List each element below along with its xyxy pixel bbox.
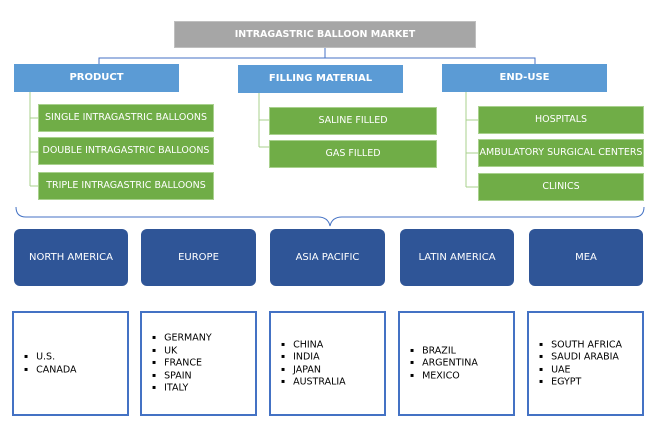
region-north-america: NORTH AMERICA <box>14 229 128 286</box>
country: ITALY <box>152 382 212 395</box>
product-triple: TRIPLE INTRAGASTRIC BALLOONS <box>38 172 214 200</box>
country: SAUDI ARABIA <box>539 351 622 364</box>
product-double: DOUBLE INTRAGASTRIC BALLOONS <box>38 137 214 165</box>
country: MEXICO <box>410 370 478 383</box>
country: AUSTRALIA <box>281 376 346 389</box>
country: U.S. <box>24 351 76 364</box>
region-latin-america: LATIN AMERICA <box>400 229 514 286</box>
country: SOUTH AFRICA <box>539 339 622 352</box>
country: BRAZIL <box>410 345 478 358</box>
countries-asia-pacific: CHINAINDIAJAPANAUSTRALIA <box>269 311 386 416</box>
end-use-clinics: CLINICS <box>478 173 644 201</box>
segment-end-use: END-USE <box>442 64 607 92</box>
country: EGYPT <box>539 376 622 389</box>
countries-europe: GERMANYUKFRANCESPAINITALY <box>140 311 257 416</box>
country: GERMANY <box>152 332 212 345</box>
segment-product: PRODUCT <box>14 64 179 92</box>
countries-mea: SOUTH AFRICASAUDI ARABIAUAEEGYPT <box>527 311 644 416</box>
country: ARGENTINA <box>410 357 478 370</box>
filling-saline: SALINE FILLED <box>269 107 437 135</box>
country: SPAIN <box>152 370 212 383</box>
country: JAPAN <box>281 364 346 377</box>
country: INDIA <box>281 351 346 364</box>
countries-north-america: U.S.CANADA <box>12 311 129 416</box>
segment-filling-material: FILLING MATERIAL <box>238 65 403 93</box>
region-mea: MEA <box>529 229 643 286</box>
country: CHINA <box>281 339 346 352</box>
brace <box>15 206 645 227</box>
country: CANADA <box>24 364 76 377</box>
end-use-ambulatory: AMBULATORY SURGICAL CENTERS <box>478 139 644 167</box>
country: UK <box>152 345 212 358</box>
region-asia-pacific: ASIA PACIFIC <box>270 229 385 286</box>
end-use-hospitals: HOSPITALS <box>478 106 644 134</box>
country: FRANCE <box>152 357 212 370</box>
countries-latin-america: BRAZILARGENTINAMEXICO <box>398 311 515 416</box>
filling-gas: GAS FILLED <box>269 140 437 168</box>
market-title: INTRAGASTRIC BALLOON MARKET <box>174 21 476 48</box>
product-single: SINGLE INTRAGASTRIC BALLOONS <box>38 104 214 132</box>
country: UAE <box>539 364 622 377</box>
region-europe: EUROPE <box>141 229 256 286</box>
